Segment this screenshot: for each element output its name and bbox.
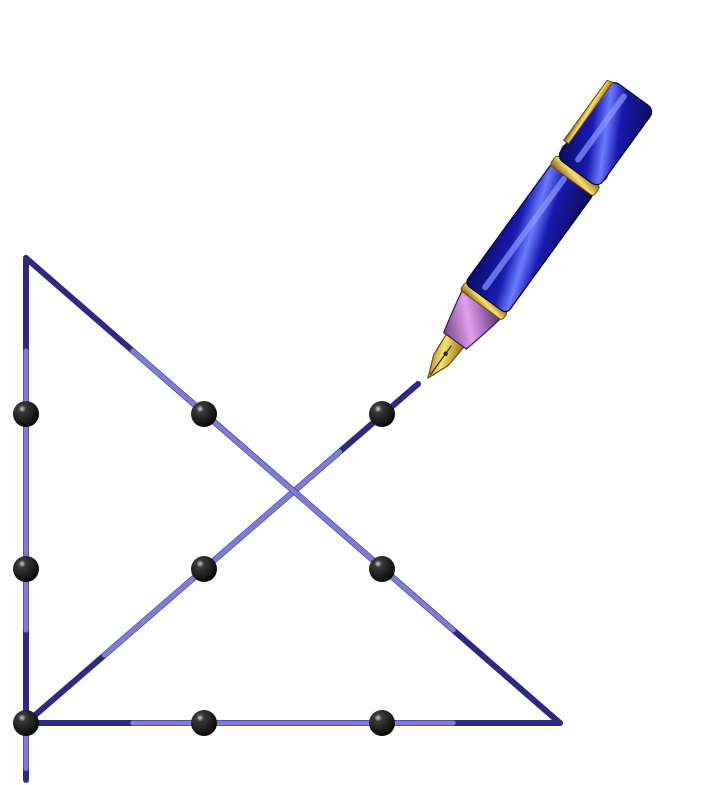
fountain-pen-icon xyxy=(404,77,656,394)
grid-dot xyxy=(369,401,395,427)
grid-dot xyxy=(369,556,395,582)
path-segment-highlight xyxy=(104,452,339,655)
grid-dot xyxy=(369,710,395,736)
pen-barrel xyxy=(465,162,595,314)
grid-dot xyxy=(191,710,217,736)
grid-dot xyxy=(13,556,39,582)
grid-dot xyxy=(13,710,39,736)
grid-dot xyxy=(191,401,217,427)
grid-dot xyxy=(191,556,217,582)
grid-dot xyxy=(13,401,39,427)
